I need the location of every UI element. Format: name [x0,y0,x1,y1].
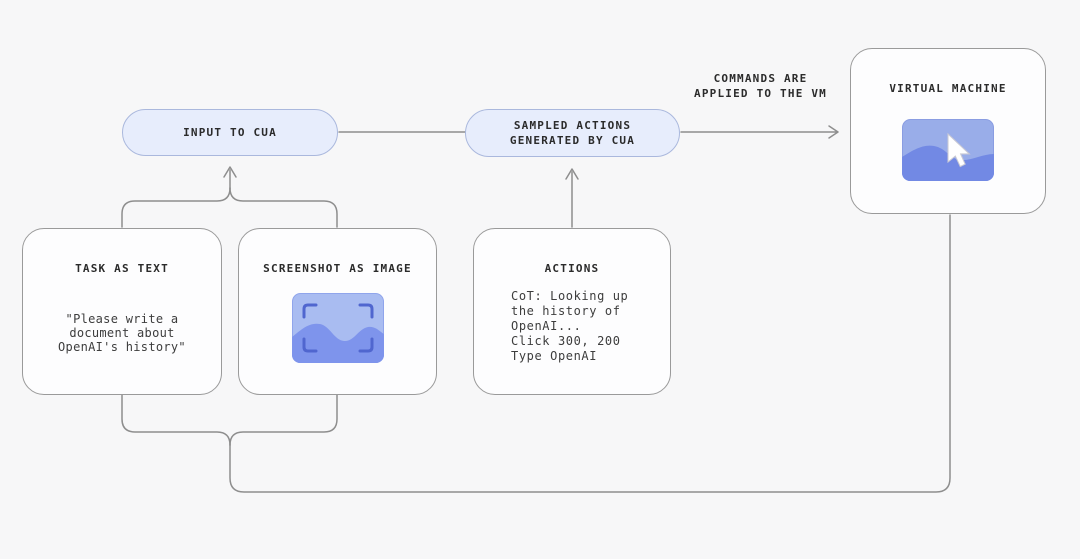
arrow-sampled-to-vm [680,125,839,139]
frame-bracket-icon [302,303,373,353]
brace-screenshot-to-input [229,187,338,228]
task-as-text-title: TASK AS TEXT [75,262,169,275]
screenshot-as-image-title: SCREENSHOT AS IMAGE [263,262,412,275]
arrow-actions-to-sampled [565,168,579,228]
brace-task-to-input [121,187,231,228]
virtual-machine-title: VIRTUAL MACHINE [889,82,1007,95]
actions-node: ACTIONS CoT: Looking up the history of O… [473,228,671,395]
feedback-loop-vm-to-inputs [229,214,951,493]
sampled-actions-label: SAMPLED ACTIONS GENERATED BY CUA [509,119,636,147]
brace-loop-to-screenshot [229,394,338,446]
screenshot-as-image-node: SCREENSHOT AS IMAGE [238,228,437,395]
input-to-cua-node: INPUT TO CUA [122,109,338,156]
arrow-merge-to-input [223,166,237,189]
task-as-text-node: TASK AS TEXT "Please write a document ab… [22,228,222,395]
actions-title: ACTIONS [544,262,600,275]
screenshot-image-icon [291,293,384,363]
vm-screen-icon [902,119,994,181]
cursor-icon [947,132,971,168]
input-to-cua-label: INPUT TO CUA [183,126,277,139]
sampled-actions-node: SAMPLED ACTIONS GENERATED BY CUA [465,109,680,157]
virtual-machine-node: VIRTUAL MACHINE [850,48,1046,214]
commands-applied-label: COMMANDS ARE APPLIED TO THE VM [694,72,827,100]
actions-body: CoT: Looking up the history of OpenAI...… [511,289,629,363]
task-as-text-body: "Please write a document about OpenAI's … [58,312,186,354]
brace-loop-to-task [121,394,231,446]
